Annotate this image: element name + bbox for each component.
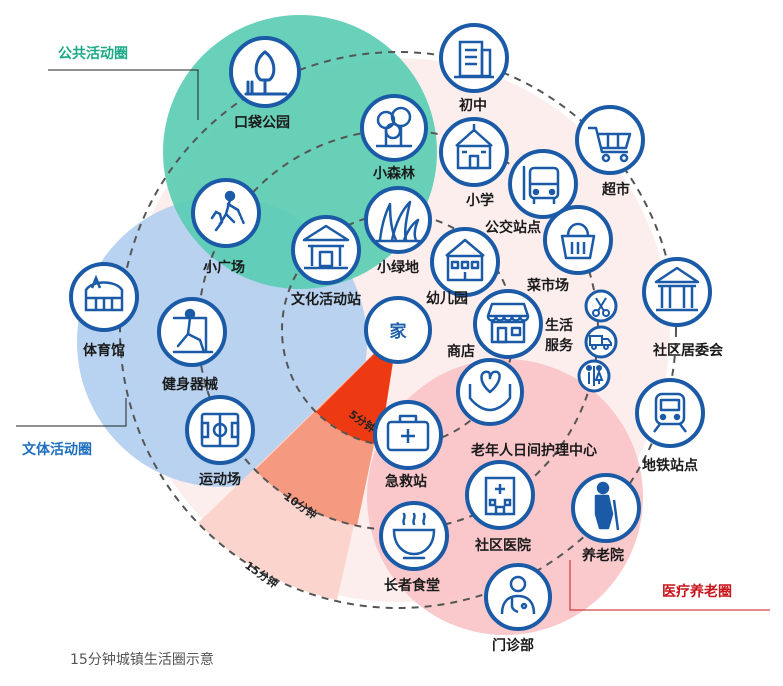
- supermarket-label: 超市: [601, 181, 630, 198]
- home-marker: 家: [364, 296, 432, 364]
- small-green-badge: [364, 186, 432, 254]
- small-forest-label: 小森林: [373, 165, 415, 182]
- dog-walking-icon: [210, 190, 246, 232]
- first-aid-kit-icon: [386, 414, 430, 452]
- kindergarten-badge: [430, 227, 500, 297]
- bus-stop-badge: [508, 149, 578, 219]
- bus-icon: [522, 166, 560, 204]
- wedge-5-min: [316, 330, 398, 445]
- first-aid-label: 急救站: [385, 473, 427, 490]
- fitness-label: 健身器械: [162, 376, 218, 393]
- life-service-icons: [577, 289, 618, 393]
- bowl-icon: [392, 512, 436, 560]
- pocket-park-badge: [229, 36, 301, 108]
- pavilion-icon: [302, 224, 350, 270]
- small-green-label: 小绿地: [377, 259, 419, 276]
- stadium-label: 体育馆: [83, 342, 125, 359]
- scissors-icon: [592, 297, 610, 317]
- pocket-park-label: 口袋公园: [234, 114, 290, 131]
- delivery-truck-icon: [589, 335, 612, 350]
- government-building-icon: [654, 266, 700, 312]
- supermarket-badge: [575, 105, 645, 175]
- fitness-badge: [157, 297, 227, 367]
- primary-school-label: 小学: [466, 192, 494, 209]
- junior-high-label: 初中: [459, 97, 487, 114]
- shopping-cart-icon: [588, 126, 632, 163]
- elder-canteen-label: 长者食堂: [384, 577, 440, 594]
- culture-station-badge: [291, 215, 361, 285]
- zone-leader-culture: [16, 398, 127, 427]
- community-committee-badge: [642, 257, 712, 327]
- ring-15-min: [119, 51, 677, 609]
- metro-label: 地铁站点: [642, 457, 698, 474]
- sports-field-badge: [185, 395, 255, 465]
- school-icon: [455, 124, 493, 170]
- culture-station-label: 文化活动站: [291, 291, 361, 308]
- restroom-icon: [586, 365, 604, 386]
- diagram-caption: 15分钟城镇生活圈示意: [70, 651, 214, 668]
- stadium-icon: [84, 274, 124, 312]
- food-market-badge: [543, 205, 613, 275]
- small-square-badge: [191, 178, 261, 248]
- doctor-icon: [500, 575, 536, 615]
- grass-icon: [376, 200, 420, 243]
- tree-icon: [244, 50, 288, 96]
- stadium-badge: [69, 262, 139, 332]
- store-icon: [486, 302, 530, 344]
- small-square-label: 小广场: [203, 259, 245, 276]
- kindergarten-label: 幼儿园: [426, 290, 468, 307]
- elder-canteen-badge: [379, 501, 449, 571]
- nursing-home-label: 养老院: [581, 547, 624, 564]
- life-service-label-1: 生活: [545, 317, 573, 334]
- zone-label-culture: 文体活动圈: [22, 441, 92, 458]
- zone-label-medical: 医疗养老圈: [662, 583, 732, 600]
- life-service-label-2: 服务: [545, 337, 574, 354]
- metro-badge: [635, 378, 705, 448]
- clinic-label: 门诊部: [492, 637, 534, 654]
- community-committee-label: 社区居委会: [652, 342, 724, 359]
- elder-daycare-badge: [456, 358, 524, 426]
- nursing-home-badge: [571, 473, 641, 543]
- bus-stop-label: 公交站点: [485, 219, 541, 236]
- elderly-person-icon: [594, 481, 620, 531]
- hospital-icon: [484, 476, 516, 516]
- food-market-label: 菜市场: [526, 277, 569, 294]
- zone-label-public: 公共活动圈: [58, 45, 128, 62]
- fitness-machine-icon: [172, 308, 214, 354]
- zone-leader-public: [48, 69, 199, 120]
- forest-icon: [376, 106, 412, 148]
- basket-icon: [560, 222, 596, 260]
- clinic-badge: [484, 563, 552, 631]
- small-forest-badge: [360, 94, 428, 162]
- junior-high-badge: [439, 23, 509, 93]
- primary-school-badge: [439, 117, 509, 187]
- train-icon: [653, 392, 687, 433]
- community-hospital-label: 社区医院: [474, 537, 531, 554]
- community-hospital-badge: [465, 460, 535, 530]
- first-aid-badge: [373, 400, 443, 470]
- shop-label: 商店: [447, 343, 475, 360]
- kindergarten-icon: [445, 238, 485, 282]
- field-icon: [200, 412, 240, 448]
- caring-hands-icon: [468, 370, 512, 412]
- building-icon: [454, 40, 494, 79]
- shop-badge: [473, 289, 543, 359]
- sports-field-label: 运动场: [199, 471, 241, 488]
- svg-text:家: 家: [390, 321, 407, 342]
- zone-leader-medical: [569, 560, 770, 611]
- elder-daycare-label: 老年人日间护理中心: [471, 442, 597, 459]
